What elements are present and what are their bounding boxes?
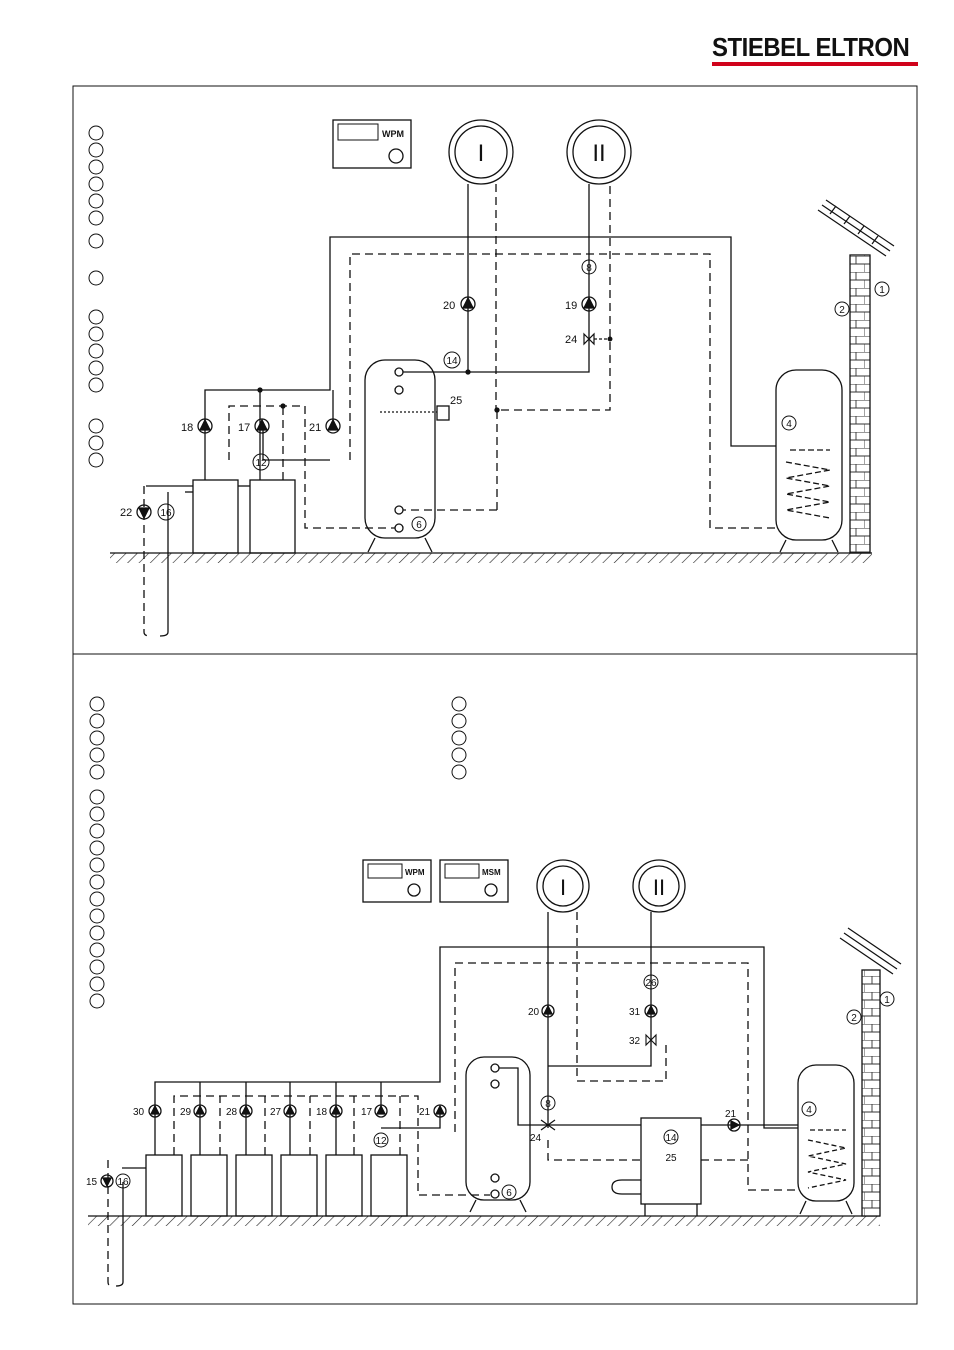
valve-24-1 bbox=[584, 334, 612, 344]
label2-14: 14 bbox=[665, 1133, 677, 1144]
label2-6: 6 bbox=[506, 1188, 512, 1199]
label2-18: 18 bbox=[316, 1107, 328, 1118]
ground-2 bbox=[88, 1216, 880, 1226]
circuit-II-label-2: II bbox=[653, 875, 665, 900]
pumps-1 bbox=[137, 297, 596, 519]
label-12: 12 bbox=[255, 458, 267, 469]
label2-26: 26 bbox=[645, 978, 657, 989]
buffer-tank-1 bbox=[365, 360, 449, 552]
msm-label: MSM bbox=[482, 868, 501, 877]
label2-29: 29 bbox=[180, 1107, 192, 1118]
legend-markers-2 bbox=[90, 697, 466, 1008]
solar-collector-1 bbox=[818, 200, 894, 256]
wpm-label: WPM bbox=[382, 129, 404, 139]
buffer-tank-2 bbox=[466, 1057, 530, 1212]
label2-20: 20 bbox=[528, 1007, 540, 1018]
supply-lines-2 bbox=[116, 912, 798, 1286]
label2-12: 12 bbox=[375, 1136, 387, 1147]
label-16: 16 bbox=[160, 508, 172, 519]
label2-15: 15 bbox=[86, 1177, 98, 1188]
label-18: 18 bbox=[181, 422, 193, 434]
ground-1 bbox=[110, 553, 872, 563]
diagram-1 bbox=[89, 120, 894, 636]
return-lines-1 bbox=[144, 184, 776, 636]
label-17: 17 bbox=[238, 422, 250, 434]
heat-pump-units-2 bbox=[146, 1155, 407, 1216]
solar-collector-2 bbox=[840, 928, 901, 974]
label2-8: 8 bbox=[545, 1099, 551, 1110]
label2-2: 2 bbox=[851, 1013, 857, 1024]
label-14: 14 bbox=[446, 356, 458, 367]
label-21: 21 bbox=[309, 422, 321, 434]
legend-markers-1 bbox=[89, 126, 103, 467]
label2-25: 25 bbox=[665, 1153, 677, 1164]
label-8: 8 bbox=[586, 263, 592, 274]
circuit-II-label: II bbox=[592, 140, 605, 167]
label2-31: 31 bbox=[629, 1007, 641, 1018]
label2-17: 17 bbox=[361, 1107, 373, 1118]
house-wall-2 bbox=[862, 970, 880, 1216]
circuit-I-label-2: I bbox=[560, 875, 566, 900]
label2-24: 24 bbox=[530, 1133, 542, 1144]
label-25: 25 bbox=[450, 395, 462, 407]
wpm-controller-2 bbox=[363, 860, 431, 902]
label2-16: 16 bbox=[117, 1177, 129, 1188]
msm-controller bbox=[440, 860, 508, 902]
label-19: 19 bbox=[565, 300, 577, 312]
label-20: 20 bbox=[443, 300, 455, 312]
label2-32: 32 bbox=[629, 1036, 641, 1047]
heat-pump-units-1 bbox=[193, 480, 295, 553]
dhw-tank-1 bbox=[776, 370, 842, 552]
house-wall-1 bbox=[850, 255, 870, 553]
diagram-2-frame bbox=[73, 654, 917, 1304]
label2-21a: 21 bbox=[419, 1107, 431, 1118]
return-lines-2 bbox=[108, 912, 798, 1286]
label2-28: 28 bbox=[226, 1107, 238, 1118]
diagram-1-frame bbox=[73, 86, 917, 654]
label2-27: 27 bbox=[270, 1107, 282, 1118]
supply-lines-1 bbox=[146, 184, 776, 636]
label2-21b: 21 bbox=[725, 1109, 737, 1120]
label-1: 1 bbox=[879, 285, 885, 296]
dhw-tank-2 bbox=[798, 1065, 854, 1214]
label-24: 24 bbox=[565, 334, 577, 346]
label2-4: 4 bbox=[806, 1105, 812, 1116]
label-6: 6 bbox=[416, 520, 422, 531]
label2-30: 30 bbox=[133, 1107, 145, 1118]
label-4: 4 bbox=[786, 419, 792, 430]
wpm-controller bbox=[333, 120, 411, 168]
circuit-I-label: I bbox=[478, 140, 485, 167]
boiler-25 bbox=[612, 1118, 701, 1216]
diagram-2 bbox=[88, 697, 901, 1286]
valves-2 bbox=[541, 1035, 656, 1130]
wpm-label-2: WPM bbox=[405, 868, 425, 877]
label-22: 22 bbox=[120, 507, 132, 519]
label2-1: 1 bbox=[884, 995, 890, 1006]
label-2: 2 bbox=[839, 305, 845, 316]
